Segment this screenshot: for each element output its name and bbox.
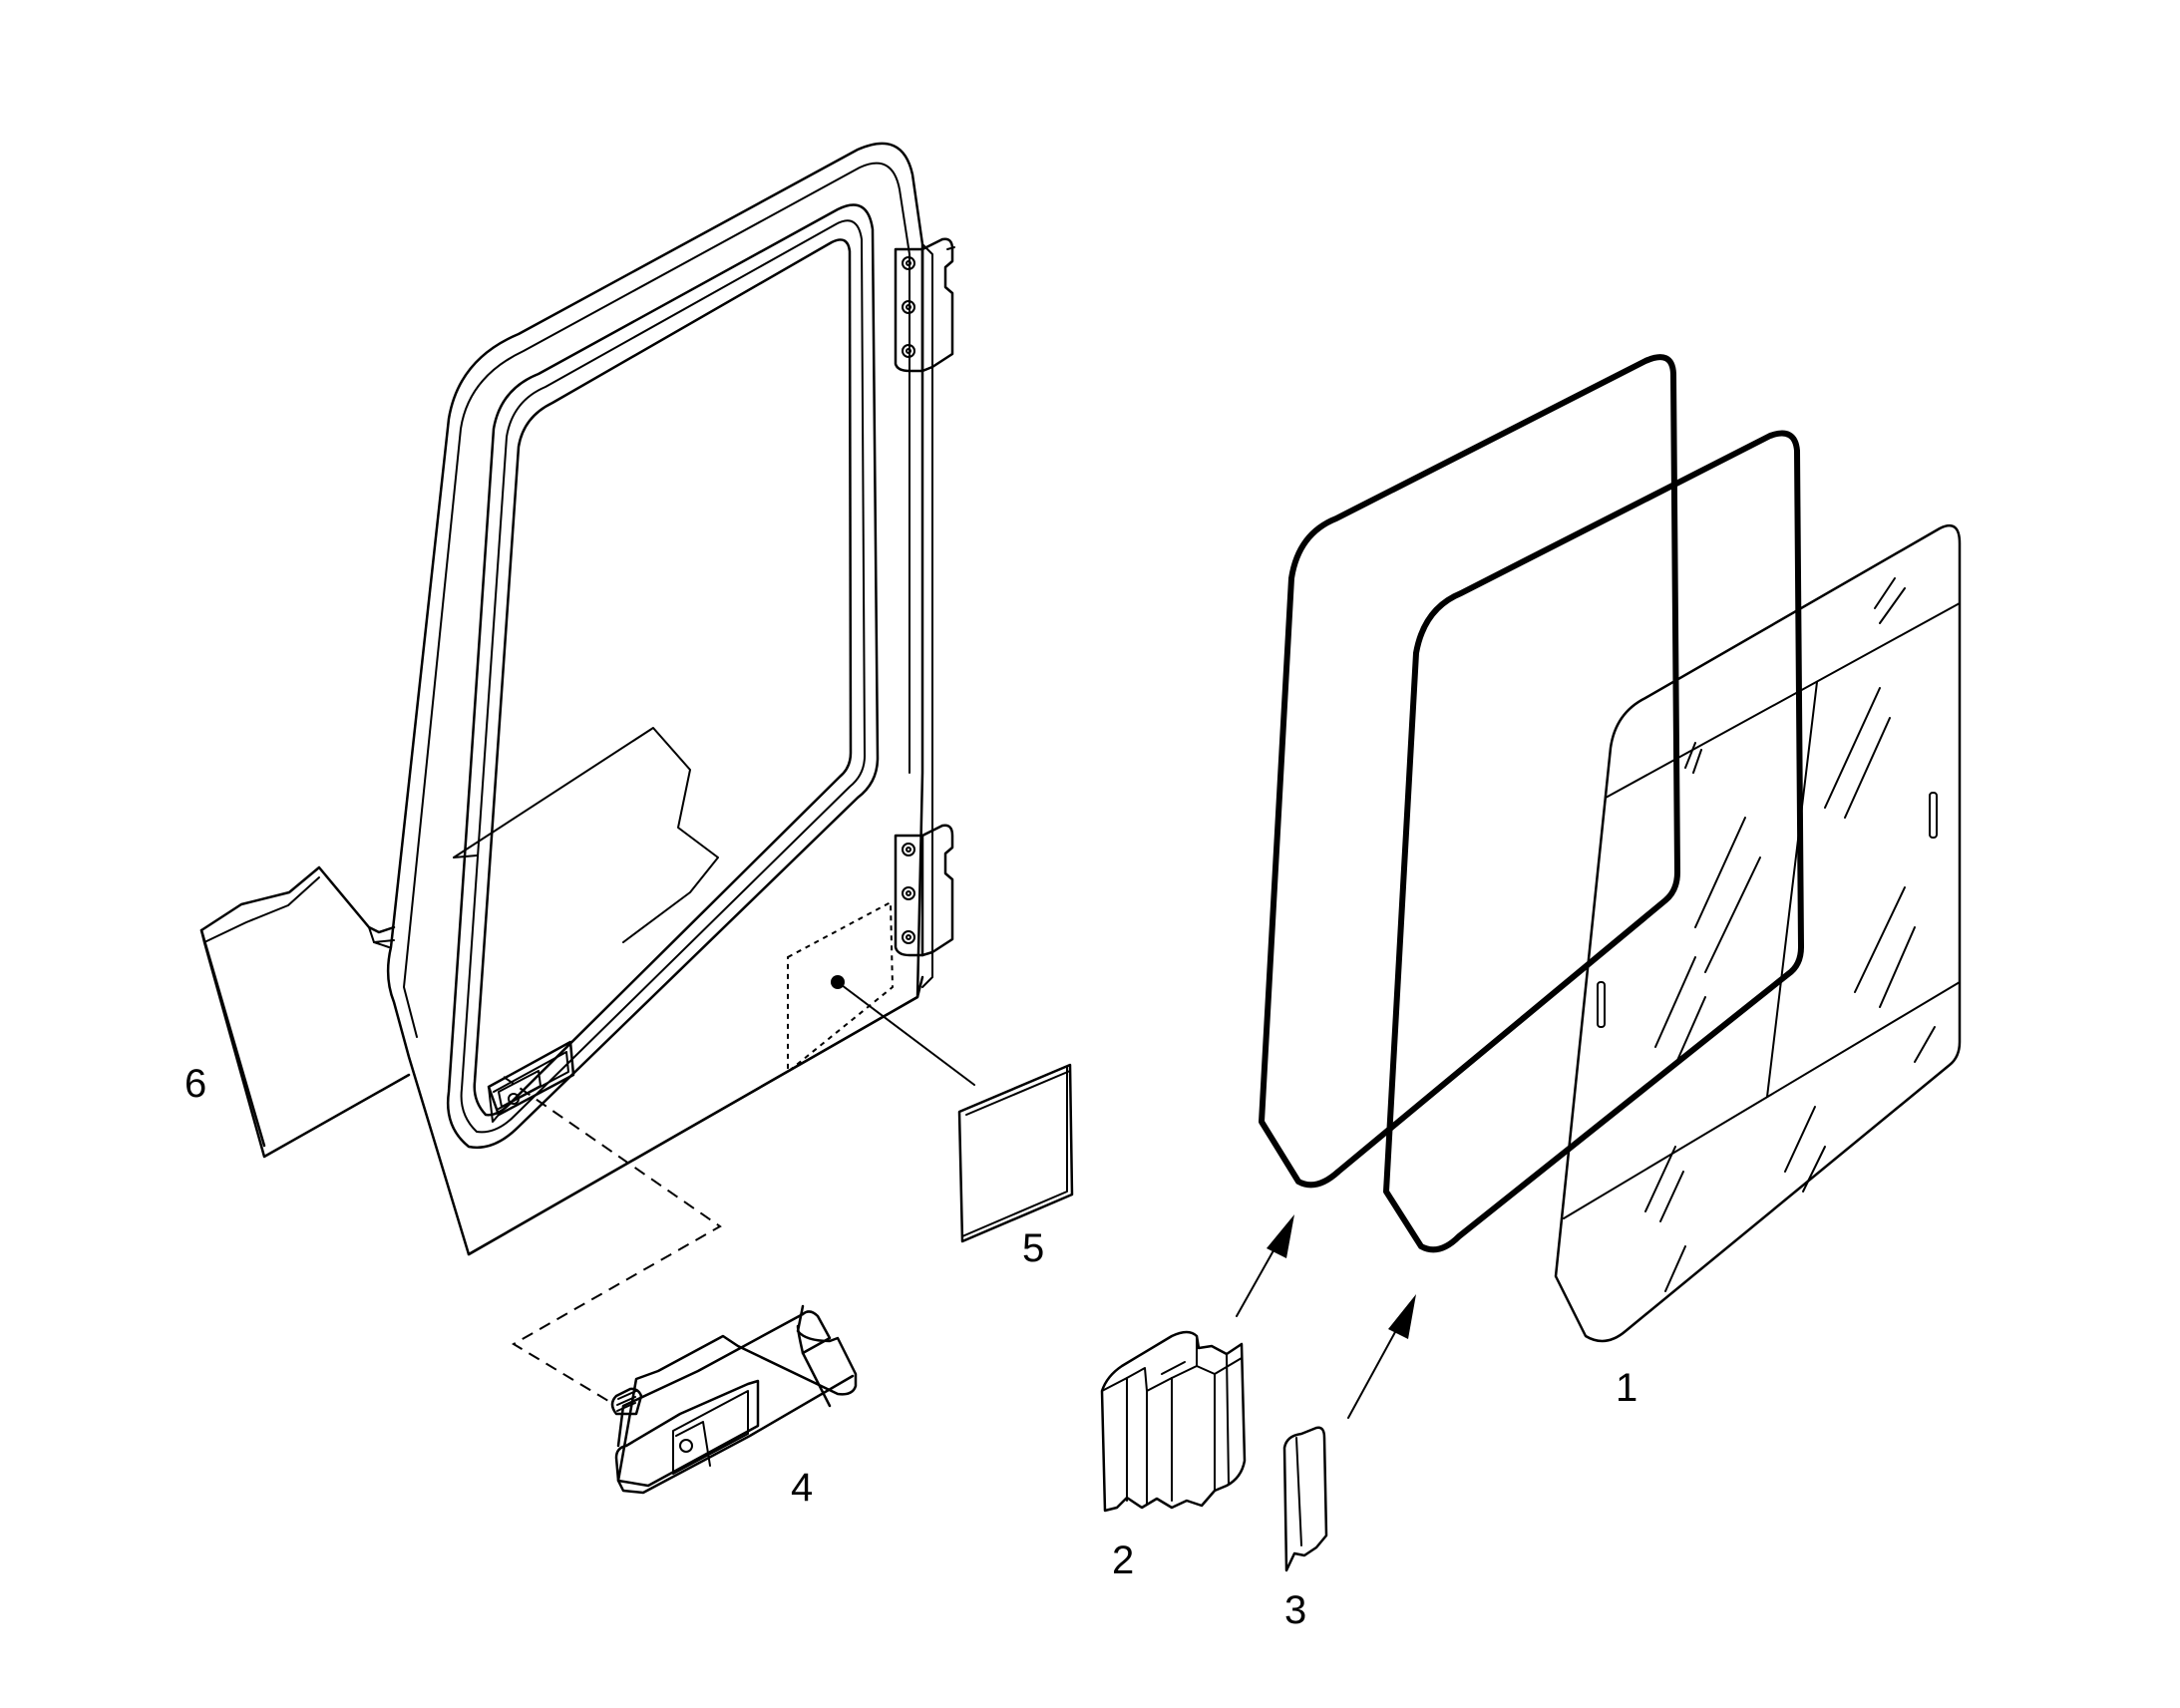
part-label-6: 6 [184, 1062, 206, 1106]
decal-plate [957, 1063, 1074, 1243]
glass-pane [1554, 523, 1962, 1343]
decal-location-outline [787, 900, 895, 1075]
door-latch [487, 1040, 575, 1123]
seal-ring-outer [1259, 354, 1680, 1189]
seal-ring-inner [1383, 430, 1804, 1253]
part-label-1: 1 [1616, 1366, 1637, 1410]
part-label-3: 3 [1284, 1588, 1306, 1632]
rubber-seal-profile [1100, 1330, 1247, 1513]
door-handle [503, 1076, 858, 1495]
filler-strip [1282, 1426, 1328, 1572]
assembly-arrow-seal-outer [1236, 1214, 1294, 1317]
upper-hinge [894, 237, 955, 373]
door-frame [199, 142, 975, 1256]
part-label-5: 5 [1022, 1226, 1044, 1270]
lower-hinge [894, 824, 954, 957]
part-label-2: 2 [1112, 1538, 1134, 1582]
assembly-arrow-seal-inner [1347, 1294, 1416, 1419]
part-label-4: 4 [791, 1466, 813, 1510]
